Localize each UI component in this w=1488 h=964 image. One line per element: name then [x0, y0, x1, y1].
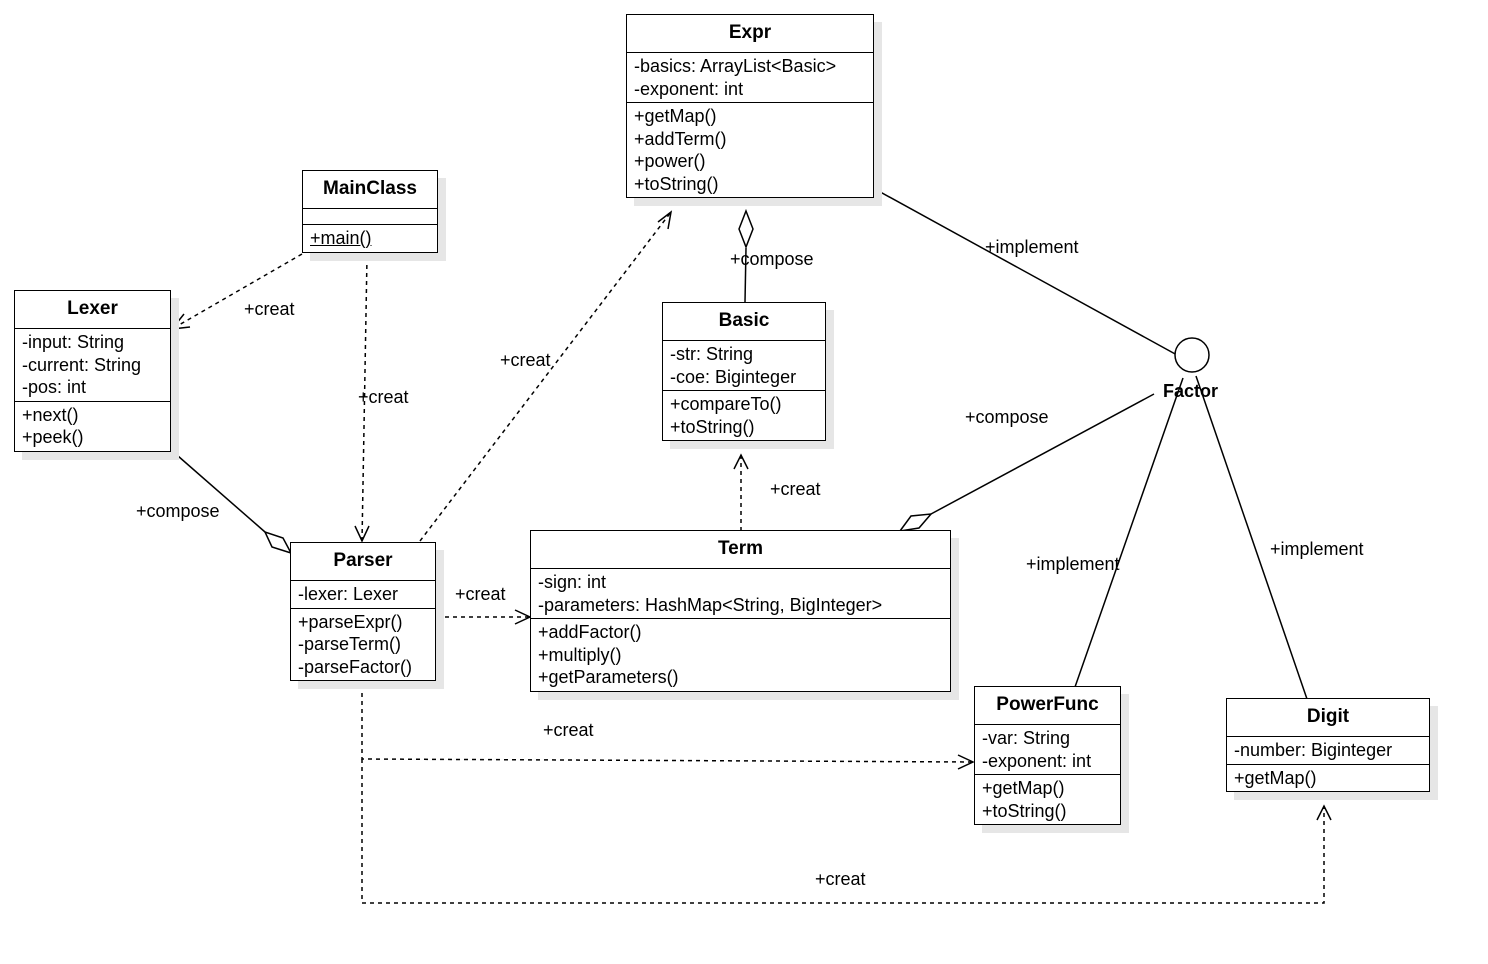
- attribute: -basics: ArrayList<Basic>: [634, 56, 837, 76]
- class-powerfunc-name: PowerFunc: [975, 687, 1120, 725]
- class-parser[interactable]: Parser -lexer: Lexer +parseExpr() -parse…: [290, 542, 436, 681]
- label-factor-digit: +implement: [1270, 539, 1364, 559]
- edge-main-lexer: [171, 253, 303, 330]
- method: +getMap(): [1234, 767, 1317, 788]
- attribute: -str: String: [670, 344, 754, 364]
- class-lexer-methods: +next() +peek(): [15, 400, 170, 451]
- attribute: -exponent: int: [982, 750, 1092, 771]
- edge-factor-digit: [1195, 375, 1308, 700]
- class-lexer-attributes: -input: String -current: String -pos: in…: [15, 329, 170, 401]
- edge-parser-expr: [419, 211, 672, 542]
- attribute: -sign: int: [538, 572, 607, 592]
- class-digit-name: Digit: [1227, 699, 1429, 737]
- class-term[interactable]: Term -sign: int -parameters: HashMap<Str…: [530, 530, 951, 692]
- arrowhead-parser-expr: [657, 210, 673, 230]
- attribute: -exponent: int: [634, 78, 744, 99]
- method: +addTerm(): [634, 128, 727, 149]
- class-mainclass-attributes: [303, 209, 437, 224]
- class-digit[interactable]: Digit -number: Biginteger +getMap(): [1226, 698, 1430, 792]
- method: +addFactor(): [538, 622, 642, 642]
- edge-factor-term: [930, 393, 1155, 515]
- class-expr-name: Expr: [627, 15, 873, 53]
- method: +toString(): [634, 173, 719, 194]
- class-lexer-name: Lexer: [15, 291, 170, 329]
- attribute: -input: String: [22, 332, 125, 352]
- class-expr-attributes: -basics: ArrayList<Basic> -exponent: int: [627, 53, 873, 102]
- factor-interface-icon: [1174, 337, 1210, 373]
- class-powerfunc[interactable]: PowerFunc -var: String -exponent: int +g…: [974, 686, 1121, 825]
- attribute: -number: Biginteger: [1234, 740, 1393, 760]
- diamond-expr-basic: [738, 208, 754, 250]
- label-expr-basic: +compose: [730, 249, 814, 269]
- arrowhead-main-lexer: [170, 313, 191, 330]
- interface-factor-name: Factor: [1163, 381, 1219, 401]
- method: -parseTerm(): [298, 634, 402, 654]
- label-parser-term: +creat: [455, 584, 506, 604]
- edge-expr-basic: [744, 247, 747, 303]
- method: +getMap(): [982, 778, 1065, 798]
- class-powerfunc-methods: +getMap() +toString(): [975, 774, 1120, 824]
- arrowhead-parser-powerfunc: [957, 754, 975, 770]
- edge-expr-factor: [872, 187, 1178, 356]
- edge-parser-digit: [361, 759, 1325, 904]
- method: +peek(): [22, 427, 84, 447]
- diamond-factor-term: [898, 513, 933, 533]
- class-mainclass-methods: +main(): [303, 224, 437, 252]
- label-main-lexer: +creat: [244, 299, 295, 319]
- arrowhead-main-parser: [354, 525, 370, 543]
- label-expr-factor: +implement: [985, 237, 1079, 257]
- class-mainclass-name: MainClass: [303, 171, 437, 209]
- class-expr-methods: +getMap() +addTerm() +power() +toString(…: [627, 102, 873, 197]
- attribute: -lexer: Lexer: [298, 584, 399, 604]
- edge-parser-powerfunc: [361, 693, 974, 763]
- label-parser-digit: +creat: [815, 869, 866, 889]
- method: +toString(): [982, 800, 1067, 821]
- method: +multiply(): [538, 644, 622, 665]
- class-term-name: Term: [531, 531, 950, 569]
- edge-lexer-parser: [169, 448, 266, 533]
- class-digit-methods: +getMap(): [1227, 763, 1429, 792]
- method: +parseExpr(): [298, 611, 403, 632]
- method: +compareTo(): [670, 394, 782, 414]
- label-factor-term: +compose: [965, 407, 1049, 427]
- arrowhead-term-basic: [733, 453, 749, 470]
- attribute: -pos: int: [22, 377, 87, 397]
- class-mainclass[interactable]: MainClass +main(): [302, 170, 438, 253]
- label-lexer-parser: +compose: [136, 501, 220, 521]
- label-main-parser: +creat: [358, 387, 409, 407]
- class-basic[interactable]: Basic -str: String -coe: Biginteger +com…: [662, 302, 826, 441]
- class-basic-attributes: -str: String -coe: Biginteger: [663, 341, 825, 390]
- attribute: -coe: Biginteger: [670, 366, 797, 387]
- class-basic-methods: +compareTo() +toString(): [663, 390, 825, 440]
- class-basic-name: Basic: [663, 303, 825, 341]
- class-parser-methods: +parseExpr() -parseTerm() -parseFactor(): [291, 607, 435, 681]
- class-digit-attributes: -number: Biginteger: [1227, 737, 1429, 764]
- label-term-basic: +creat: [770, 479, 821, 499]
- class-term-methods: +addFactor() +multiply() +getParameters(…: [531, 618, 950, 691]
- class-lexer[interactable]: Lexer -input: String -current: String -p…: [14, 290, 171, 452]
- edge-factor-powerfunc: [1074, 377, 1184, 688]
- attribute: -var: String: [982, 728, 1071, 748]
- method: +getMap(): [634, 106, 717, 126]
- method: +next(): [22, 404, 79, 425]
- attribute: -current: String: [22, 354, 142, 375]
- attribute: -parameters: HashMap<String, BigInteger>: [538, 594, 883, 615]
- class-parser-attributes: -lexer: Lexer: [291, 581, 435, 608]
- class-parser-name: Parser: [291, 543, 435, 581]
- class-expr[interactable]: Expr -basics: ArrayList<Basic> -exponent…: [626, 14, 874, 198]
- method: -parseFactor(): [298, 656, 413, 677]
- method: +power(): [634, 151, 706, 171]
- label-parser-powerfunc: +creat: [543, 720, 594, 740]
- method: +toString(): [670, 416, 755, 437]
- method: +getParameters(): [538, 667, 679, 687]
- label-factor-powerfunc: +implement: [1026, 554, 1120, 574]
- class-term-attributes: -sign: int -parameters: HashMap<String, …: [531, 569, 950, 618]
- method: +main(): [310, 228, 372, 248]
- label-parser-expr: +creat: [500, 350, 551, 370]
- class-powerfunc-attributes: -var: String -exponent: int: [975, 725, 1120, 774]
- diamond-lexer-parser: [263, 530, 293, 555]
- arrowhead-parser-digit: [1316, 804, 1332, 821]
